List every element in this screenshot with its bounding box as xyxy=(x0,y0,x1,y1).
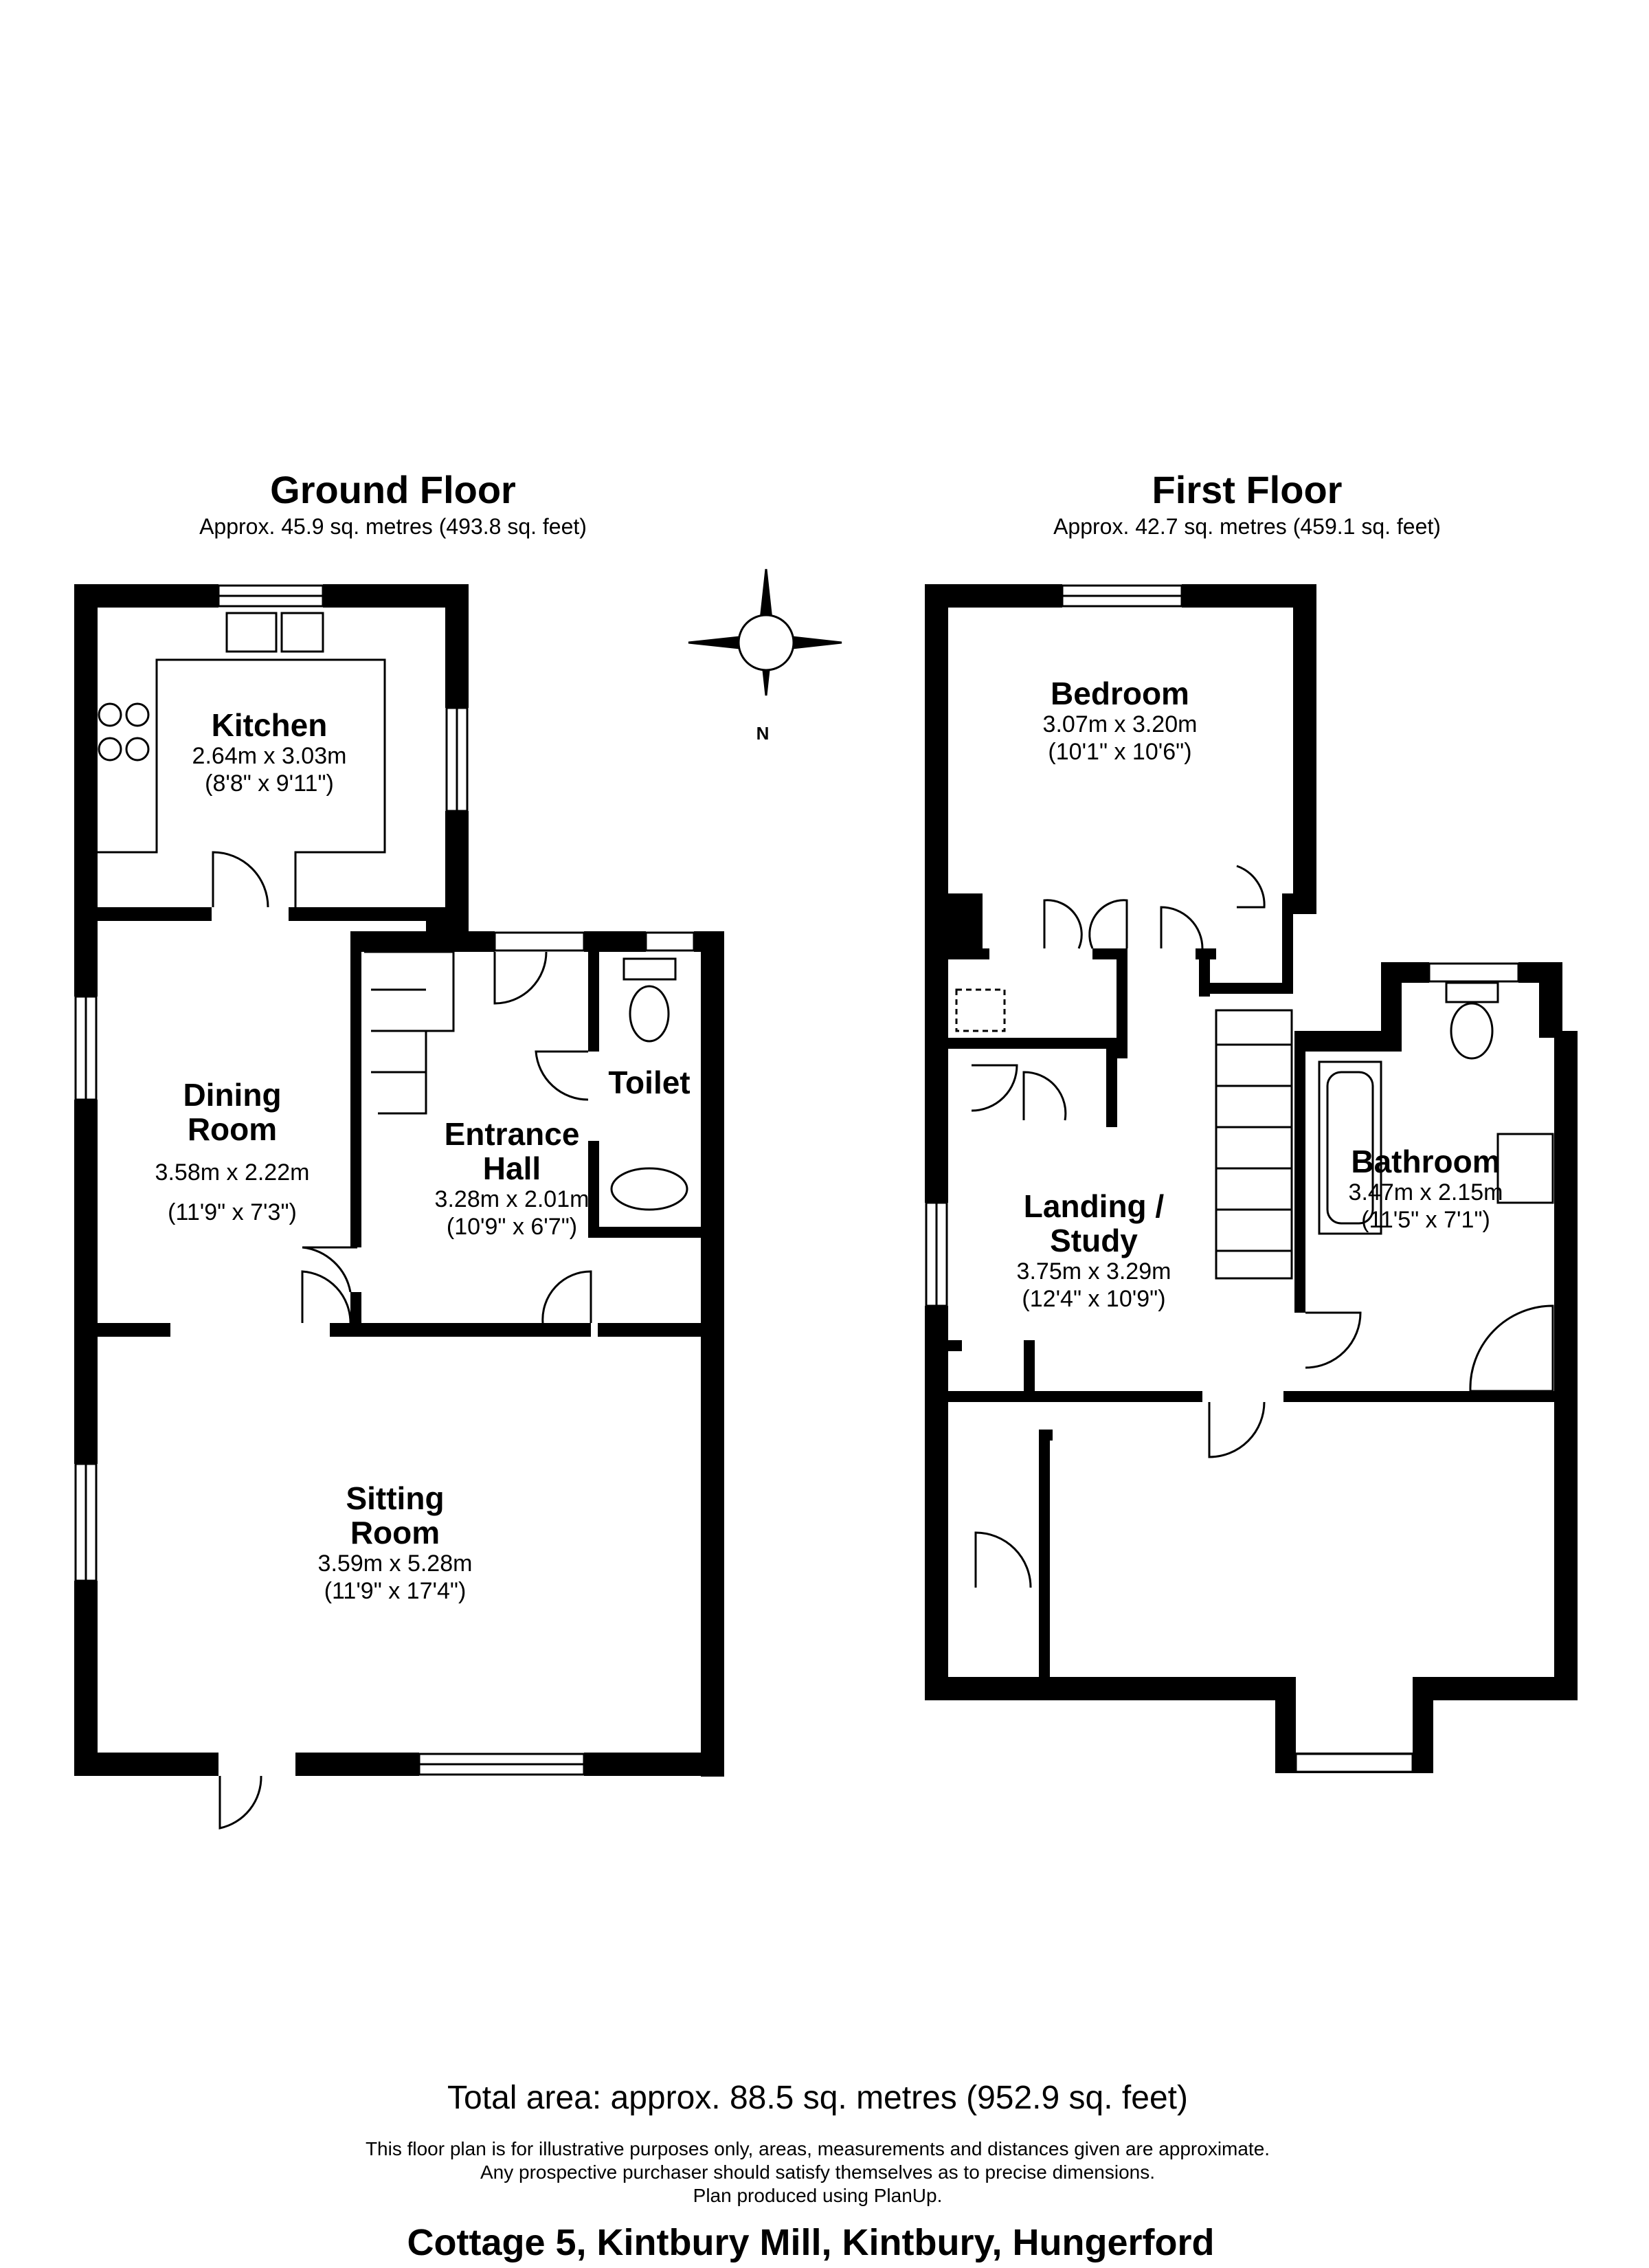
room-name: Bathroom xyxy=(1351,1144,1501,1179)
first-floor-area: Approx. 42.7 sq. metres (459.1 sq. feet) xyxy=(1053,514,1441,539)
room-name: Toilet xyxy=(608,1065,691,1100)
room-name: Landing / Study xyxy=(1023,1188,1165,1258)
room-toilet: Toilet xyxy=(608,1065,690,1100)
room-imperial: (11'5" x 7'1") xyxy=(1361,1207,1490,1233)
room-name: Entrance Hall xyxy=(444,1116,580,1186)
room-dining-room: Dining Room 3.58m x 2.22m (11'9" x 7'3") xyxy=(155,1065,310,1238)
room-sitting-room: Sitting Room 3.59m x 5.28m (11'9" x 17'4… xyxy=(318,1481,473,1605)
room-landing-study: Landing / Study 3.75m x 3.29m (12'4" x 1… xyxy=(1017,1189,1171,1313)
ground-floor-walls xyxy=(74,584,724,1777)
room-bathroom: Bathroom 3.47m x 2.15m (11'5" x 7'1") xyxy=(1349,1144,1503,1234)
room-imperial: (10'9" x 6'7") xyxy=(446,1214,578,1240)
disclaimer-line-2: Any prospective purchaser should satisfy… xyxy=(480,2161,1156,2183)
compass-north-label: N xyxy=(756,723,770,744)
room-name: Sitting Room xyxy=(346,1480,445,1550)
first-floor-walls xyxy=(925,584,1578,1773)
room-imperial: (11'9" x 17'4") xyxy=(324,1578,467,1604)
room-metric: 3.75m x 3.29m xyxy=(1016,1258,1171,1285)
property-address: Cottage 5, Kintbury Mill, Kintbury, Hung… xyxy=(407,2222,1215,2263)
room-entrance-hall: Entrance Hall 3.28m x 2.01m (10'9" x 6'7… xyxy=(435,1117,590,1241)
room-metric: 3.28m x 2.01m xyxy=(434,1186,590,1212)
total-area: Total area: approx. 88.5 sq. metres (952… xyxy=(447,2080,1188,2116)
room-metric: 3.07m x 3.20m xyxy=(1042,711,1198,737)
room-name: Kitchen xyxy=(211,707,328,743)
disclaimer-line-3: Plan produced using PlanUp. xyxy=(693,2185,943,2206)
compass-rose xyxy=(688,568,842,696)
room-imperial: (12'4" x 10'9") xyxy=(1022,1286,1166,1312)
room-imperial: (10'1" x 10'6") xyxy=(1048,739,1192,765)
room-name: Bedroom xyxy=(1051,676,1189,711)
ground-floor-title: Ground Floor xyxy=(270,468,516,511)
room-metric: 2.64m x 3.03m xyxy=(192,743,347,769)
first-floor-title: First Floor xyxy=(1152,468,1343,511)
ground-floor-area: Approx. 45.9 sq. metres (493.8 sq. feet) xyxy=(199,514,587,539)
room-metric: 3.59m x 5.28m xyxy=(317,1550,473,1577)
room-kitchen: Kitchen 2.64m x 3.03m (8'8" x 9'11") xyxy=(192,708,347,797)
room-imperial: (11'9" x 7'3") xyxy=(168,1199,297,1225)
room-bedroom: Bedroom 3.07m x 3.20m (10'1" x 10'6") xyxy=(1043,676,1198,766)
room-imperial: (8'8" x 9'11") xyxy=(205,770,334,797)
room-name: Dining Room xyxy=(183,1077,282,1147)
disclaimer-line-1: This floor plan is for illustrative purp… xyxy=(365,2138,1270,2159)
room-metric: 3.47m x 2.15m xyxy=(1348,1179,1503,1205)
room-metric: 3.58m x 2.22m xyxy=(155,1159,310,1186)
